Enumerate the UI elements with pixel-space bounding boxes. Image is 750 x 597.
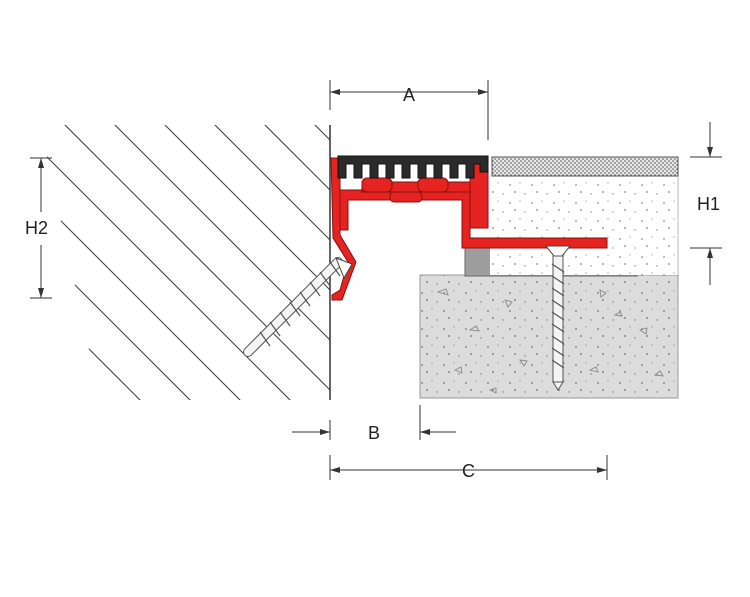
- dimension-label-h2: H2: [25, 218, 48, 238]
- dimension-label-h1: H1: [697, 194, 720, 214]
- aluminium-profile: [330, 157, 608, 301]
- dimension-label-a: A: [403, 85, 415, 105]
- dimension-lines: [30, 80, 722, 480]
- wall-hatching: [40, 125, 330, 400]
- rubber-insert: [337, 155, 489, 179]
- dimension-label-c: C: [462, 461, 475, 481]
- wall-screw: [243, 257, 353, 357]
- concrete-slab: [419, 274, 679, 399]
- floor-covering: [491, 156, 679, 177]
- slab-screw: [544, 245, 572, 391]
- screed-layer: [490, 172, 679, 275]
- dimension-label-b: B: [368, 423, 380, 443]
